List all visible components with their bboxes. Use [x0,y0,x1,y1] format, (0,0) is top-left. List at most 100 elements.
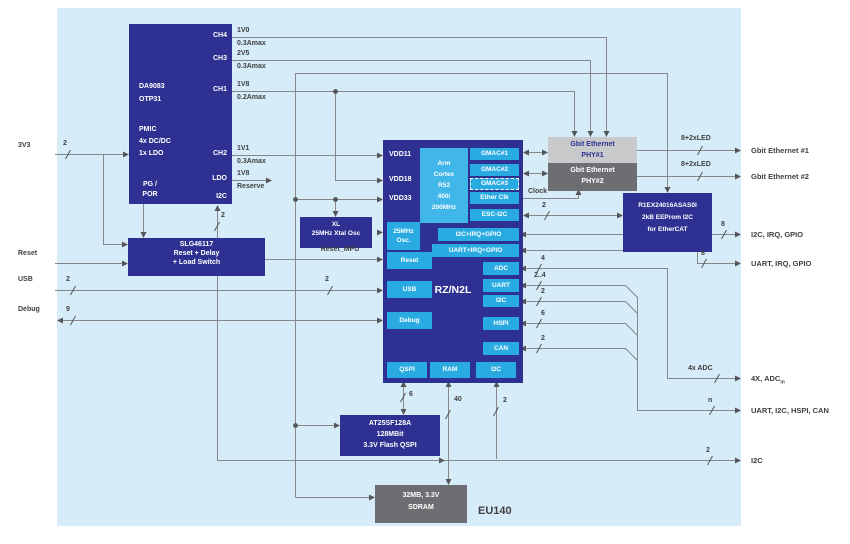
pmic-desc2: 4x DC/DC [139,138,171,145]
bus-width-can: 2 [541,335,545,342]
arm-line4: 400/ [437,193,451,200]
slg-line2: Reset + Delay [173,250,220,257]
bus-width-uart-irq: 8 [701,250,705,257]
rail-1v1: 1V1 [237,145,250,152]
bus-width-i2c: 2 [541,288,545,295]
pmic-pg: PG / [142,181,157,188]
sdram-block: 32MB, 3.3V SDRAM [375,485,467,523]
mpu-can-block: CAN [483,342,519,355]
input-reset-label: Reset [18,250,38,257]
bus-width-hspi: 6 [541,310,545,317]
sdram-line2: SDRAM [408,504,434,511]
mpu-block: VDD11 VDD18 VDD33 Arm Cortex R52 400/ 20… [383,140,523,383]
bus-width-adc: 4 [541,255,545,262]
bus-width-pmic-i2c: 2 [221,212,225,219]
slg-name: SLG46117 [179,241,214,248]
phy1-line1: Gbit Ethernet [570,141,615,148]
pmic-desc1: PMIC [139,126,157,133]
sdram-line1: 32MB, 3.3V [402,492,440,499]
pmic-pin-ch2: CH2 [212,150,227,157]
arm-core-block: Arm Cortex R52 400/ 200MHz [420,148,468,223]
mpu-adc-block: ADC [483,262,519,275]
pmic-pin-ch1: CH1 [212,86,227,93]
bus-width-esc: 2 [542,202,546,209]
pmic-block: DA9083 OTP31 PMIC 4x DC/DC 1x LDO PG / P… [129,24,232,204]
osc-block: 25MHz Osc. [387,222,420,250]
arm-line5: 200MHz [431,204,457,211]
phy1-block: Gbit Ethernet PHY#1 [548,137,637,165]
output-eth1-label: Gbit Ethernet #1 [751,146,809,155]
output-multi-label: UART, I2C, HSPI, CAN [751,406,829,415]
phy2-line1: Gbit Ethernet [570,167,615,174]
phy2-line2: PHY#2 [581,178,604,185]
mpu-qspi-block: QSPI [387,362,427,378]
input-debug-label: Debug [18,306,40,313]
bus-width-3v3: 2 [63,140,67,147]
output-i2c-label: I2C [751,456,763,465]
pmic-pin-ch3: CH3 [212,55,227,62]
output-adc-text: 4X, ADC [751,374,781,383]
bus-width-i2c-out: 2 [706,447,710,454]
gmac1-block: GMAC#1 [470,148,519,160]
xtal-osc-block: XL 25MHz Xtal Osc [300,217,372,248]
eeprom-line3: for EtherCAT [647,226,688,233]
bus-width-phy1: 8+2xLED [681,135,711,142]
gmac2-block: GMAC#2 [470,164,519,176]
output-eth2-label: Gbit Ethernet #2 [751,172,809,181]
bus-width-uart: 2..4 [534,272,546,279]
arm-line1: Arm [437,160,451,167]
output-adc-label: 4X, ADCin [751,374,785,388]
slg-line3: + Load Switch [172,259,221,266]
eeprom-line1: R1EX24016ASAS0I [638,202,697,209]
bus-width-qspi: 6 [409,391,413,398]
flash-line3: 3.3V Flash QSPI [363,442,417,449]
eeprom-block: R1EX24016ASAS0I 2kB EEProm I2C for Ether… [623,193,712,252]
mpu-ram-block: RAM [430,362,470,378]
phy1-line2: PHY#1 [581,152,604,159]
xtal-line1: XL [331,221,341,228]
pmic-desc3: 1x LDO [139,150,164,157]
flash-line2: 128MBit [376,431,404,438]
reset-switch-block: SLG46117 Reset + Delay + Load Switch [128,238,265,276]
i2c-irq-gpio-block: I2C+IRQ+GPIO [438,228,519,241]
rail-1v8-reserve: 1V8 [237,170,250,177]
output-adc-subscript: in [780,379,785,386]
phy2-block: Gbit Ethernet PHY#2 [548,163,637,191]
rail-1v8-current: 0.2Amax [237,94,266,101]
pmic-pin-ch4: CH4 [212,32,227,39]
bus-width-ram: 40 [454,396,462,403]
osc-line2: Osc. [396,237,411,244]
mpu-pin-vdd33: VDD33 [389,195,412,202]
bus-width-debug: 9 [66,306,70,313]
board-label: EU140 [478,505,512,517]
reset-mpu-label: Reset_MPU [320,246,360,253]
bus-width-usb: 2 [66,276,70,283]
input-3v3-label: 3V3 [18,142,31,149]
rail-reserve-label: Reserve [237,183,265,190]
esc-i2c-block: ESC-I2C [470,209,519,221]
output-uart-irq-gpio-label: UART, IRQ, GPIO [751,259,812,268]
mpu-pin-vdd18: VDD18 [389,176,412,183]
pmic-pin-ldo: LDO [212,175,227,182]
mpu-i2c-right-block: I2C [483,295,519,307]
etherclk-block: Ether Clk [470,192,519,204]
pmic-name2: OTP31 [139,96,162,103]
bus-width-phy2: 8+2xLED [681,161,711,168]
mpu-i2c-bottom-block: I2C [476,362,516,378]
input-usb-label: USB [18,276,33,283]
mpu-debug-block: Debug [387,312,432,329]
output-i2c-irq-gpio-label: I2C, IRQ, GPIO [751,230,804,239]
rail-2v5-current: 0.3Amax [237,63,266,70]
mpu-usb-block: USB [387,281,432,298]
uart-irq-gpio-block: UART+IRQ+GPIO [432,244,519,257]
clock-label: Clock [528,188,548,195]
pmic-por: POR [142,191,158,198]
gmac3-block: GMAC#3 [470,178,519,190]
mpu-reset-block: Reset [387,252,432,269]
bus-width-i2c-bottom: 2 [503,397,507,404]
bus-width-usb-mpu: 2 [325,276,329,283]
rail-1v0-current: 0.3Amax [237,40,266,47]
mpu-hspi-block: HSPI [483,317,519,330]
bus-width-i2c-irq: 8 [721,221,725,228]
flash-line1: AT25SF128A [368,420,412,427]
